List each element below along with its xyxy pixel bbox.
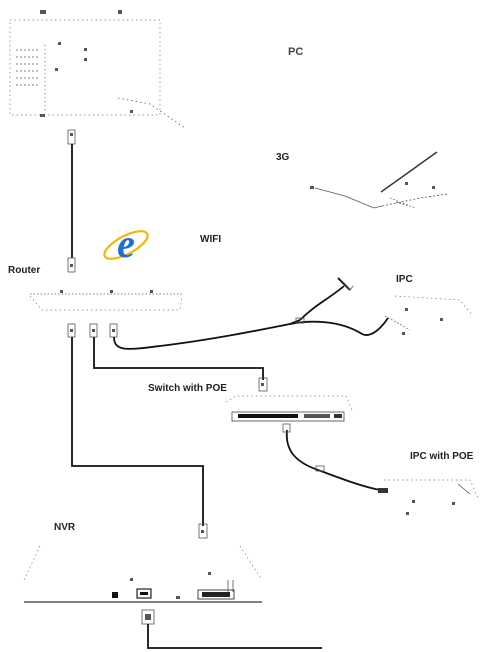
router-label: Router	[8, 265, 40, 276]
nvr-device	[23, 545, 263, 603]
pc-router-cable	[67, 129, 76, 273]
ipc-poe-camera-device	[378, 479, 479, 515]
switch-poe-device	[225, 395, 353, 422]
wifi-label: WIFI	[200, 234, 221, 245]
pc-device	[9, 10, 186, 129]
ipc-poe-label: IPC with POE	[410, 451, 474, 462]
pc-label: PC	[288, 46, 303, 58]
switch-label: Switch with POE	[148, 383, 227, 394]
internet-explorer-icon: e	[103, 221, 149, 266]
ipc-camera-device	[337, 277, 473, 335]
router-device	[29, 290, 183, 338]
svg-text:e: e	[117, 221, 135, 266]
laptop-3g-device	[310, 151, 449, 209]
switch-ipcpoe-cable	[282, 423, 381, 491]
router-switch-cable	[93, 337, 268, 392]
pc-tower-vents	[16, 45, 46, 112]
nvr-output-cable	[141, 609, 322, 649]
ipc-label: IPC	[396, 274, 413, 285]
router-ipc-cable	[113, 285, 389, 350]
nvr-label: NVR	[54, 522, 76, 533]
router-nvr-cable	[71, 337, 208, 539]
3g-label: 3G	[276, 152, 290, 163]
